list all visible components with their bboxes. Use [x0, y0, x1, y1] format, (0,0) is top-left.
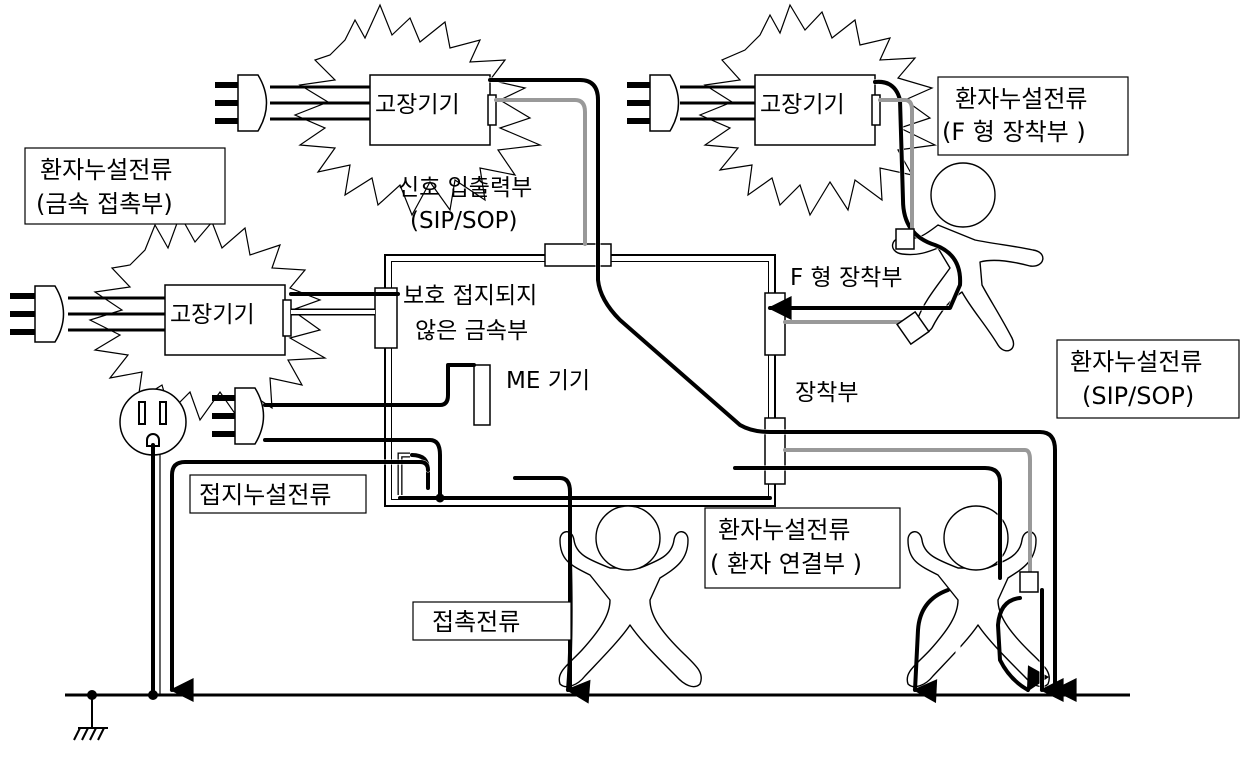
svg-text:환자누설전류: 환자누설전류 [718, 516, 850, 544]
current-path-f-type [767, 79, 963, 346]
f-applied-part-port [764, 292, 786, 356]
f-electrode-2 [896, 310, 930, 346]
label-unearthed-metal: 보호 접지되지 [403, 283, 537, 309]
label-unearthed-metal-2: 않은 금속부 [415, 318, 528, 344]
device-connector [282, 299, 292, 337]
power-cord [270, 85, 370, 121]
faulty-device-label: 고장기기 [170, 302, 255, 328]
svg-text:(F 형 장착부 ): (F 형 장착부 ) [942, 118, 1086, 146]
label-patient-leak-conn: 환자누설전류 ( 환자 연결부 ) [704, 507, 901, 589]
label-f-applied: F 형 장착부 [790, 265, 903, 291]
current-path-signal-io-gray [494, 98, 587, 246]
me-component [473, 364, 491, 426]
power-cord [68, 296, 165, 332]
device-connector [871, 94, 881, 126]
earth-symbol [73, 690, 108, 741]
person-patient [906, 505, 1050, 688]
svg-text:접지누설전류: 접지누설전류 [199, 481, 331, 509]
current-path-touch [513, 476, 591, 704]
svg-text:(SIP/SOP): (SIP/SOP) [1082, 382, 1194, 410]
label-touch-current: 접촉전류 [412, 601, 572, 641]
faulty-device-box [754, 74, 876, 146]
current-path-earth [148, 363, 772, 702]
label-me-device: ME 기기 [506, 368, 590, 394]
faulty-device-label: 고장기기 [375, 92, 460, 118]
svg-text:( 환자 연결부 ): ( 환자 연결부 ) [710, 550, 862, 578]
faulty-device-label: 고장기기 [760, 92, 845, 118]
faulty-device-right: 고장기기 [627, 3, 938, 217]
label-earth-leak: 접지누설전류 [189, 474, 367, 514]
svg-text:환자누설전류: 환자누설전류 [40, 156, 172, 184]
svg-text:환자누설전류: 환자누설전류 [955, 85, 1087, 113]
svg-text:접촉전류: 접촉전류 [432, 608, 520, 636]
plug-icon [215, 74, 268, 132]
label-patient-leak-sip: 환자누설전류 (SIP/SOP) [1056, 339, 1240, 419]
label-signal-io-2: (SIP/SOP) [410, 208, 518, 234]
label-signal-io: 신호 입출력부 [398, 175, 532, 201]
svg-text:환자누설전류: 환자누설전류 [1070, 348, 1202, 376]
faulty-device-left: 고장기기 [10, 213, 375, 422]
me-device-plug-icon [212, 387, 265, 445]
person-touch [558, 505, 702, 688]
person-f-type [891, 162, 1044, 352]
applied-part-port [764, 417, 786, 485]
device-connector [487, 94, 497, 126]
current-path-patient [732, 448, 1064, 704]
label-patient-leak-metal: 환자누설전류 (금속 접촉부) [24, 147, 226, 225]
faulty-device-top: 고장기기 [215, 3, 543, 217]
label-patient-leak-f: 환자누설전류 (F 형 장착부 ) [937, 76, 1129, 156]
left-metal-port [374, 287, 398, 349]
svg-text:(금속 접촉부): (금속 접촉부) [36, 190, 173, 218]
power-cord [680, 85, 755, 121]
faulty-device-box [369, 74, 491, 146]
current-path-signal-io [487, 77, 1077, 702]
f-electrode [895, 228, 915, 250]
faulty-device-box [164, 284, 286, 356]
plug-icon [10, 285, 65, 343]
patient-electrode [1019, 571, 1039, 593]
signal-io-port [544, 243, 612, 267]
plug-icon [627, 74, 680, 132]
label-applied-part: 장착부 [795, 380, 858, 406]
